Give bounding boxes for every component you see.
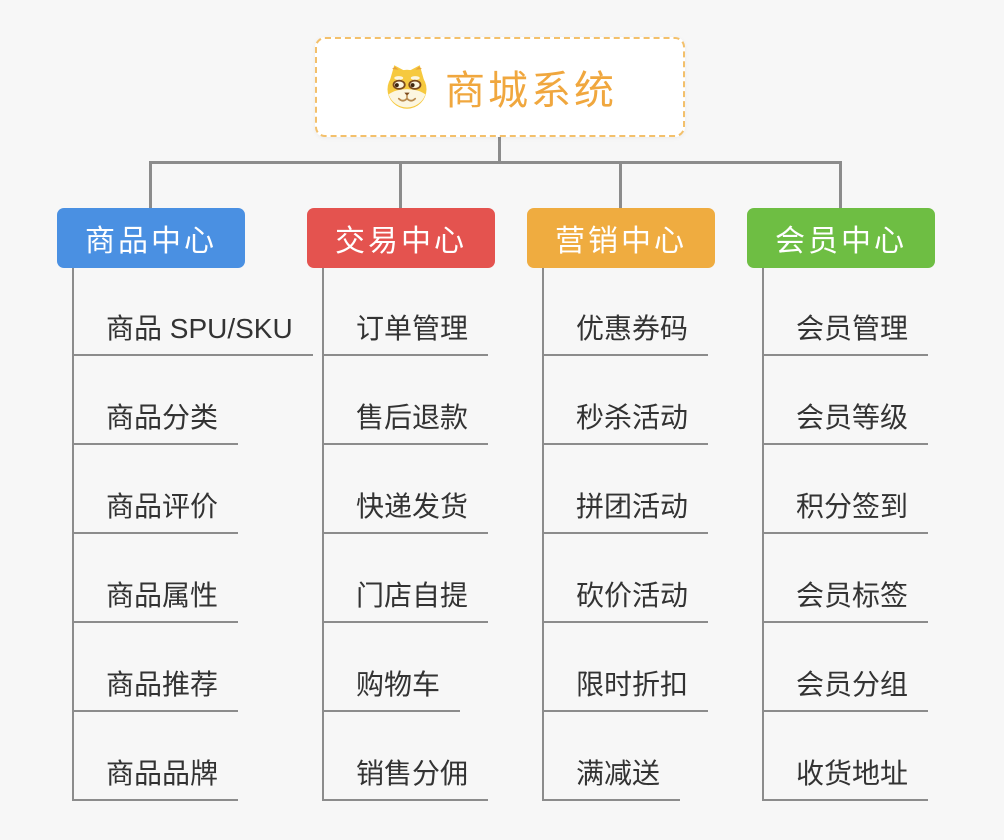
- branch-children-member-center: 会员管理 会员等级 积分签到 会员标签 会员分组 收货地址: [762, 268, 1004, 808]
- connector-drop: [149, 161, 152, 208]
- root-title: 商城系统: [445, 69, 617, 113]
- leaf-node[interactable]: 商品品牌: [72, 757, 239, 801]
- branch-node-member-center[interactable]: 会员中心: [747, 208, 935, 268]
- leaf-node[interactable]: 满减送: [542, 757, 681, 801]
- leaf-node[interactable]: 砍价活动: [542, 579, 709, 623]
- branch-label: 营销中心: [555, 225, 687, 258]
- leaf-node[interactable]: 门店自提: [322, 579, 489, 623]
- branch-node-trade-center[interactable]: 交易中心: [307, 208, 495, 268]
- branch-label: 会员中心: [775, 225, 907, 258]
- leaf-node[interactable]: 订单管理: [322, 312, 489, 356]
- branch-label: 交易中心: [335, 225, 467, 258]
- leaf-node[interactable]: 购物车: [322, 668, 461, 712]
- leaf-node[interactable]: 会员等级: [762, 401, 929, 445]
- branch-label: 商品中心: [85, 225, 217, 258]
- leaf-node[interactable]: 会员分组: [762, 668, 929, 712]
- connector-drop: [399, 161, 402, 208]
- connector-bus: [150, 161, 841, 164]
- branch-node-marketing-center[interactable]: 营销中心: [527, 208, 715, 268]
- branch-children-product-center: 商品 SPU/SKU 商品分类 商品评价 商品属性 商品推荐 商品品牌: [72, 268, 322, 808]
- leaf-node[interactable]: 收货地址: [762, 757, 929, 801]
- root-node[interactable]: 商城系统: [315, 37, 685, 137]
- leaf-node[interactable]: 拼团活动: [542, 490, 709, 534]
- leaf-node[interactable]: 优惠券码: [542, 312, 709, 356]
- leaf-node[interactable]: 售后退款: [322, 401, 489, 445]
- shiba-dog-icon: [387, 65, 427, 109]
- connector-root-stem: [498, 137, 501, 164]
- branch-children-trade-center: 订单管理 售后退款 快递发货 门店自提 购物车 销售分佣: [322, 268, 572, 808]
- leaf-node[interactable]: 商品推荐: [72, 668, 239, 712]
- leaf-node[interactable]: 积分签到: [762, 490, 929, 534]
- leaf-node[interactable]: 商品属性: [72, 579, 239, 623]
- leaf-node[interactable]: 商品评价: [72, 490, 239, 534]
- connector-drop: [619, 161, 622, 208]
- leaf-node[interactable]: 销售分佣: [322, 757, 489, 801]
- leaf-node[interactable]: 商品分类: [72, 401, 239, 445]
- branch-children-marketing-center: 优惠券码 秒杀活动 拼团活动 砍价活动 限时折扣 满减送: [542, 268, 792, 808]
- leaf-node[interactable]: 商品 SPU/SKU: [72, 312, 313, 356]
- connector-drop: [839, 161, 842, 208]
- leaf-node[interactable]: 快递发货: [322, 490, 489, 534]
- leaf-node[interactable]: 限时折扣: [542, 668, 709, 712]
- branch-node-product-center[interactable]: 商品中心: [57, 208, 245, 268]
- leaf-node[interactable]: 秒杀活动: [542, 401, 709, 445]
- leaf-node[interactable]: 会员标签: [762, 579, 929, 623]
- leaf-node[interactable]: 会员管理: [762, 312, 929, 356]
